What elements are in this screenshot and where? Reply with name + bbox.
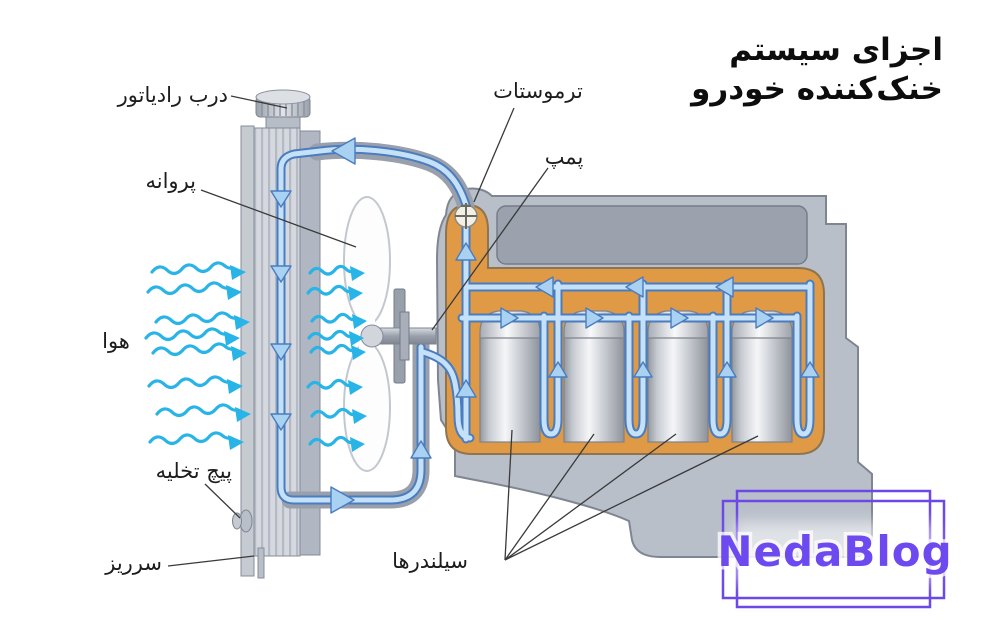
- label-overflow: سرریز: [104, 551, 162, 575]
- watermark-glow: [733, 522, 937, 584]
- air-wave-arrow: [146, 281, 244, 302]
- leader-cylinder-1: [504, 429, 513, 561]
- cylinders: [479, 310, 793, 443]
- label-thermostat: ترموستات: [493, 79, 583, 103]
- label-fan: پروانه: [145, 169, 196, 193]
- flow-arrow-up: [455, 379, 477, 398]
- flow-arrow-left: [715, 276, 734, 298]
- flow-arrow-up: [800, 361, 820, 378]
- flow-arrow-down: [270, 343, 292, 361]
- cylinder: [647, 310, 709, 443]
- drain-plug: [232, 509, 253, 533]
- flow-arrow-left: [535, 276, 554, 298]
- valve-cover: [496, 205, 808, 265]
- leader-cylinder-2: [504, 433, 595, 561]
- flow-arrow-down: [270, 190, 292, 208]
- flow-arrow-right: [670, 307, 689, 329]
- title-line-1: اجزای سیستم: [729, 32, 943, 68]
- flow-arrow-left: [625, 276, 644, 298]
- leader-overflow: [167, 555, 255, 567]
- air-wave-arrow: [147, 375, 245, 396]
- label-drain-plug: پیچ تخلیه: [156, 459, 233, 483]
- cylinder: [479, 310, 541, 443]
- flow-arrow-right: [585, 307, 604, 329]
- leader-fan: [200, 189, 357, 248]
- flow-arrow-up: [548, 361, 568, 378]
- flow-arrow-up: [455, 242, 477, 261]
- flow-arrow-left: [331, 137, 356, 165]
- leader-cylinder-4: [504, 435, 759, 561]
- leader-radiator-cap: [230, 95, 288, 109]
- leader-pump: [431, 167, 549, 331]
- flow-arrow-up: [633, 361, 653, 378]
- cylinder: [563, 310, 625, 443]
- leader-lines: [167, 95, 759, 567]
- flow-arrow-right: [330, 486, 355, 514]
- label-pump: پمپ: [545, 145, 584, 169]
- flow-arrow-right: [755, 307, 774, 329]
- coolant-flow-arrows: [270, 137, 820, 514]
- watermark-text-halo: NedaBlog: [717, 527, 952, 576]
- radiator-rail: [240, 125, 255, 577]
- flow-arrow-down: [270, 413, 292, 431]
- upper-hose: [308, 141, 475, 215]
- air-wave-arrow: [148, 431, 246, 452]
- labels: درب رادیاتور پروانه ترموستات پمپ هوا پیچ…: [102, 79, 583, 575]
- watermark-frame-front: [721, 499, 946, 600]
- leader-cylinder-3: [504, 433, 677, 561]
- flow-arrow-down: [270, 265, 292, 283]
- shaft-flange: [399, 311, 410, 361]
- air-wave-arrow: [150, 261, 248, 282]
- watermark-text: NedaBlog: [717, 527, 952, 576]
- air-flow-left: [144, 261, 253, 452]
- label-cylinders: سیلندرها: [392, 549, 468, 573]
- page-title: اجزای سیستم خنک‌کننده خودرو: [689, 32, 943, 107]
- thermostat-valve: [454, 203, 478, 229]
- cylinder: [731, 310, 793, 443]
- air-wave-arrow: [151, 342, 249, 363]
- flow-arrow-up: [410, 440, 432, 459]
- coolant-channels: [270, 137, 820, 514]
- air-wave-arrow: [144, 327, 242, 348]
- title-line-2: خنک‌کننده خودرو: [689, 71, 943, 107]
- radiator-side-panel: [299, 130, 321, 556]
- fan-hub: [360, 324, 384, 348]
- flow-arrow-up: [717, 361, 737, 378]
- flow-arrow-right: [500, 307, 519, 329]
- watermark: NedaBlog NedaBlog: [714, 489, 955, 609]
- label-radiator-cap: درب رادیاتور: [117, 83, 228, 107]
- fan-assembly: [343, 196, 437, 472]
- leader-thermostat: [473, 107, 515, 203]
- leader-drain-plug: [204, 483, 241, 519]
- radiator-cap: [255, 89, 311, 129]
- label-air: هوا: [102, 329, 130, 353]
- air-wave-arrow: [155, 403, 253, 424]
- overflow-tube: [257, 547, 265, 579]
- air-wave-arrow: [154, 311, 252, 332]
